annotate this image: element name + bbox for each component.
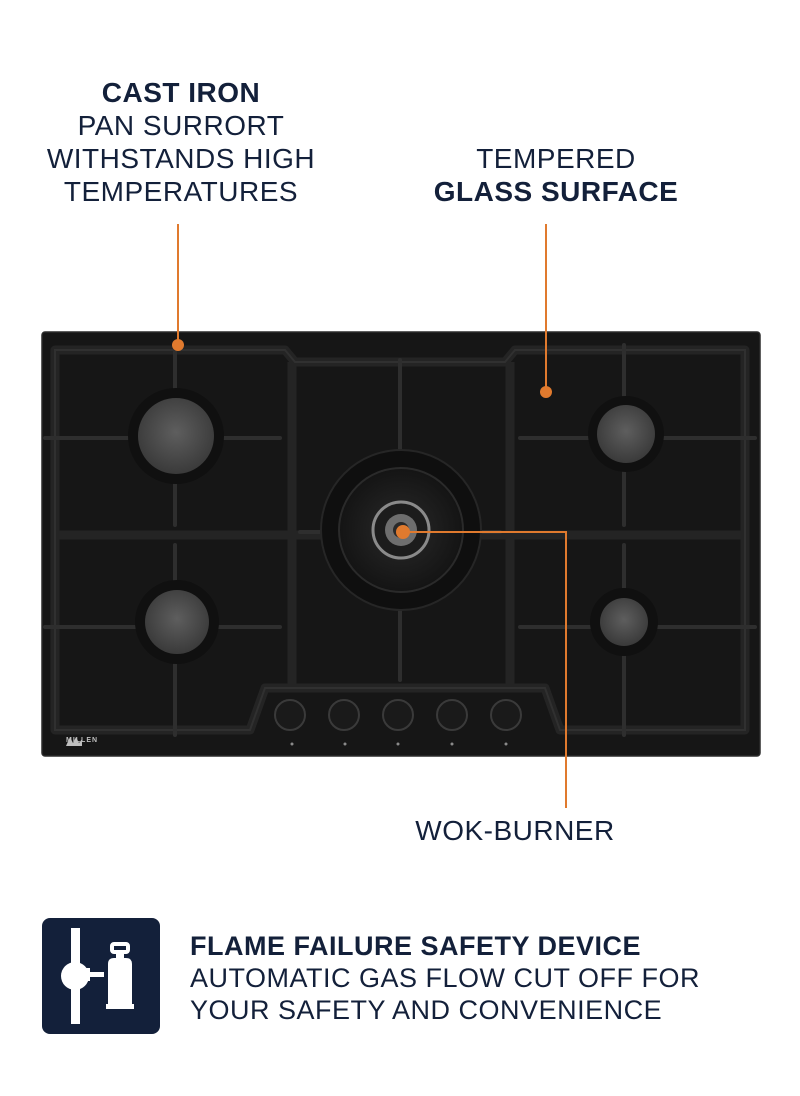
knob-5: [490, 699, 522, 731]
knob-3: [382, 699, 414, 731]
burner-rear-right: [588, 396, 664, 472]
safety-feature-line-2: YOUR SAFETY AND CONVENIENCE: [190, 995, 663, 1025]
brand-logo-icon: [66, 737, 82, 746]
burner-front-right: [590, 588, 658, 656]
callout-cast-iron-line-3: TEMPERATURES: [63, 176, 299, 207]
wok-burner: [320, 449, 482, 611]
safety-feature-title: FLAME FAILURE SAFETY DEVICE: [190, 931, 642, 961]
knob-4: [436, 699, 468, 731]
knob-1: [274, 699, 306, 731]
callout-glass-surface: TEMPERED GLASS SURFACE: [410, 142, 702, 208]
brand-logo: MILLEN: [66, 737, 99, 746]
callout-leaders: [172, 224, 567, 808]
callout-cast-iron: CAST IRON PAN SURRORT WITHSTANDS HIGH TE…: [20, 76, 342, 208]
callout-cast-iron-title: CAST IRON: [101, 77, 261, 108]
control-knobs: [274, 699, 522, 731]
burner-rear-left: [128, 388, 224, 484]
burner-front-left: [135, 580, 219, 664]
callout-cast-iron-line-1: PAN SURRORT: [77, 110, 285, 141]
callout-wok-label: WOK-BURNER: [415, 815, 615, 846]
safety-feature-text: FLAME FAILURE SAFETY DEVICE AUTOMATIC GA…: [190, 930, 790, 1026]
gas-cylinder-valve-icon: [42, 918, 160, 1034]
callout-glass-line-1: TEMPERED: [476, 143, 636, 174]
callout-glass-line-2: GLASS SURFACE: [433, 176, 679, 207]
safety-feature-line-1: AUTOMATIC GAS FLOW CUT OFF FOR: [190, 963, 701, 993]
knob-2: [328, 699, 360, 731]
callout-wok-burner: WOK-BURNER: [395, 814, 635, 847]
glass-plate: [41, 331, 761, 757]
brand-name: MILLEN: [66, 737, 99, 744]
cast-iron-grates: [50, 345, 750, 735]
callout-cast-iron-line-2: WITHSTANDS HIGH: [46, 143, 316, 174]
